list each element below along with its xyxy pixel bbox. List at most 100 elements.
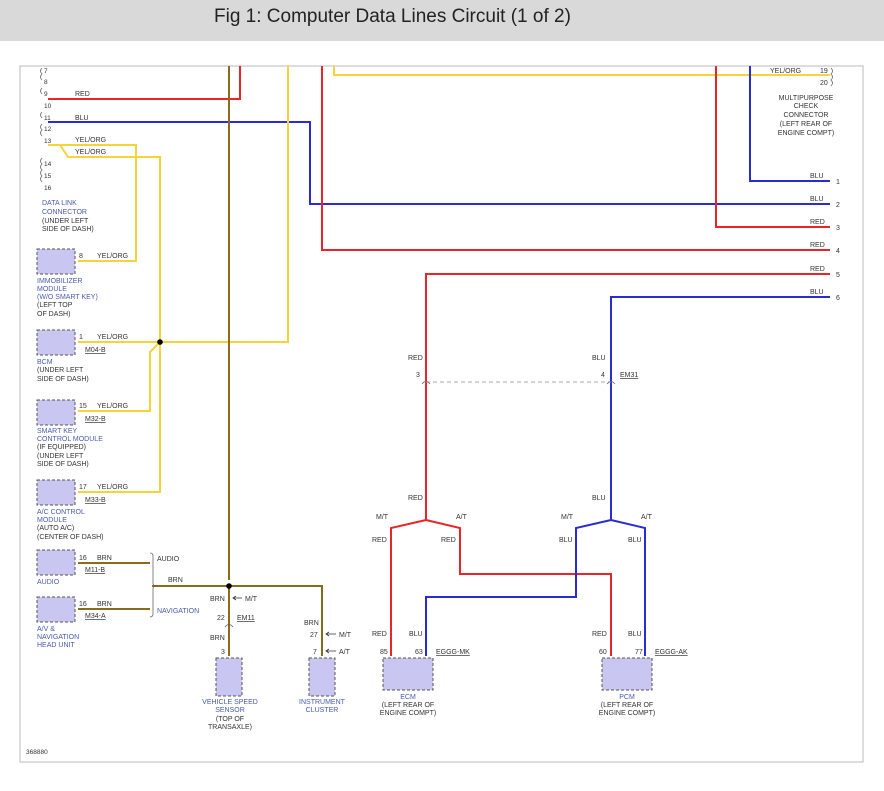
pin-number: 4 [601, 372, 605, 379]
ac-note: (AUTO A/C) [37, 525, 74, 532]
smartkey-location: (UNDER LEFT [37, 453, 84, 460]
pin-number: 15 [79, 403, 87, 410]
wire-label: RED [441, 537, 456, 544]
wire-label: BLU [810, 173, 824, 180]
left-modules [36, 248, 76, 623]
svg-text:ENGINE COMPT): ENGINE COMPT) [778, 130, 834, 137]
connector-id: M33-B [85, 497, 106, 504]
wire-red-ecm85 [390, 519, 427, 656]
connector-id: EGGG-AK [655, 649, 688, 656]
immobilizer-module [36, 248, 76, 275]
pin-number: 16 [79, 555, 87, 562]
svg-text:MODULE: MODULE [37, 286, 67, 293]
inline-connector-glyph [421, 381, 616, 385]
dlc-pin: 11 [44, 115, 51, 122]
wire-label: BLU [628, 631, 642, 638]
dlc-pin: 7 [44, 68, 48, 75]
smartkey-note: (IF EQUIPPED) [37, 444, 86, 451]
dlc-pin: 8 [44, 79, 48, 86]
pin-number: 1 [79, 334, 83, 341]
audio-label: AUDIO [37, 579, 60, 586]
dlc-pin: 9 [44, 91, 48, 98]
wire-label: BRN [97, 555, 112, 562]
pcm-label: PCM [619, 694, 635, 701]
trans-label-mt: M/T [376, 514, 389, 521]
wire-label: BLU [810, 196, 824, 203]
trans-label-at: A/T [456, 514, 468, 521]
svg-text:A/V &: A/V & [37, 626, 55, 633]
bottom-modules [215, 657, 653, 697]
trans-label-mt: M/T [339, 632, 352, 639]
ac-module [36, 479, 76, 506]
wire-yelorg-bcm [78, 66, 289, 343]
dlc-pin: 10 [44, 103, 52, 110]
pin-number: 16 [79, 601, 87, 608]
wire-label: RED [810, 219, 825, 226]
wire-label: RED [75, 91, 90, 98]
wire-label: YEL/ORG [97, 334, 128, 341]
pin-number: 7 [313, 649, 317, 656]
wire-label: BLU [409, 631, 423, 638]
dlc-location: SIDE OF DASH) [42, 226, 94, 233]
arrow-left-icon [232, 595, 242, 601]
svg-text:(LEFT REAR OF: (LEFT REAR OF [780, 121, 832, 128]
svg-text:INSTRUMENT: INSTRUMENT [299, 699, 346, 706]
inline-connector-glyph [224, 624, 234, 628]
wire-blu-pin6 [610, 296, 830, 520]
dlc-connector-glyph [40, 67, 43, 183]
dlc-pin: 13 [44, 138, 52, 145]
svg-text:CONTROL MODULE: CONTROL MODULE [37, 436, 103, 443]
wire-label: YEL/ORG [770, 68, 801, 75]
wire-label: YEL/ORG [97, 403, 128, 410]
smartkey-location: SIDE OF DASH) [37, 461, 89, 468]
pin-number: 22 [217, 615, 225, 622]
wire-yelorg-bus [59, 144, 161, 493]
pin-number: 63 [415, 649, 423, 656]
wire-brn-cluster [152, 585, 323, 656]
svg-text:CHECK: CHECK [794, 103, 819, 110]
wire-label: BRN [210, 596, 225, 603]
svg-text:SENSOR: SENSOR [215, 707, 245, 714]
wire-label: YEL/ORG [75, 149, 106, 156]
wire-label: BRN [304, 620, 319, 627]
dlc-location: (UNDER LEFT [42, 218, 89, 225]
svg-text:DATA LINK: DATA LINK [42, 200, 77, 207]
ecm-location: (LEFT REAR OF [382, 702, 434, 709]
connector-id: EM31 [620, 372, 638, 379]
svg-text:MODULE: MODULE [37, 517, 67, 524]
svg-text:CONNECTOR: CONNECTOR [42, 209, 87, 216]
svg-text:CLUSTER: CLUSTER [306, 707, 339, 714]
wire-blu-ecm63 [425, 519, 612, 656]
vss-label: VEHICLE SPEED SENSOR [202, 699, 258, 714]
trans-label-at: A/T [339, 649, 351, 656]
connector-id: M04-B [85, 347, 106, 354]
immobilizer-location: OF DASH) [37, 311, 70, 318]
wire-label: BLU [592, 495, 606, 502]
pin-number: 17 [79, 484, 87, 491]
wire-yelorg-mpc19 [333, 66, 830, 76]
bcm-location: SIDE OF DASH) [37, 376, 89, 383]
wire-label: BRN [210, 635, 225, 642]
avn-label: A/V & NAVIGATION HEAD UNIT [37, 626, 79, 649]
wire-label: YEL/ORG [97, 484, 128, 491]
title-bar: Fig 1: Computer Data Lines Circuit (1 of… [0, 0, 884, 41]
wire-label: BLU [559, 537, 573, 544]
trans-label-at: A/T [641, 514, 653, 521]
pin-number: 3 [416, 372, 420, 379]
svg-text:IMMOBILIZER: IMMOBILIZER [37, 278, 83, 285]
trans-label-mt: M/T [245, 596, 258, 603]
pin-number: 77 [635, 649, 643, 656]
bcm-label: BCM [37, 359, 53, 366]
connector-id: M11-B [85, 567, 105, 574]
connector-id: M34-A [85, 613, 106, 620]
dlc-pin-list: 7 8 9 10 11 12 13 14 15 16 [44, 68, 52, 192]
wire-blu-dlc11 [48, 121, 830, 205]
wire-label: RED [372, 631, 387, 638]
bracket-label-navigation: NAVIGATION [157, 608, 199, 615]
svg-text:MULTIPURPOSE: MULTIPURPOSE [779, 95, 834, 102]
bracket-label-audio: AUDIO [157, 556, 180, 563]
splice-dot-brn [226, 583, 232, 589]
svg-text:1: 1 [836, 179, 840, 186]
pin-number: 60 [599, 649, 607, 656]
svg-text:NAVIGATION: NAVIGATION [37, 634, 79, 641]
